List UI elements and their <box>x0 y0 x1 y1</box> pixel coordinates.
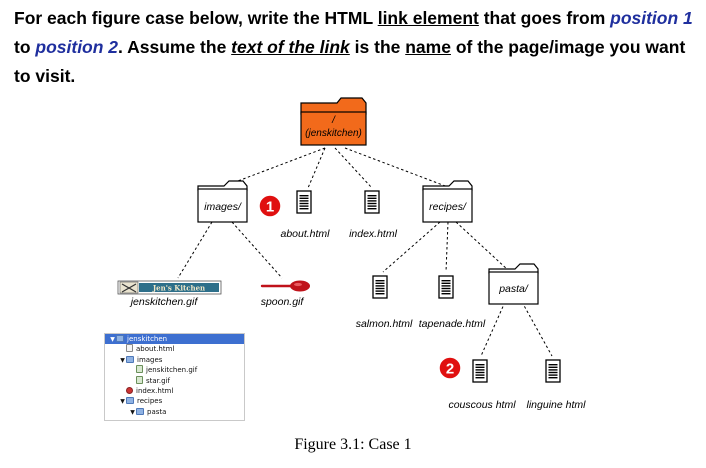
linguine-html-label: linguine html <box>527 399 587 411</box>
finder-tree-panel: ▼ jenskitchen about.html ▼ images jenskitchen… <box>104 333 245 421</box>
folder-icon <box>136 407 144 415</box>
tapenade-html-label: tapenade.html <box>419 318 486 330</box>
tree-row-label: recipes <box>137 397 163 406</box>
images-folder-label: images/ <box>204 201 242 213</box>
instructions: For each figure case below, write the HT… <box>14 4 694 91</box>
image-file-icon <box>136 365 143 374</box>
disclosure-triangle-icon[interactable]: ▼ <box>110 336 115 343</box>
recipes-folder-icon <box>422 180 473 223</box>
tree-row[interactable]: ▼ jenskitchen <box>105 334 244 345</box>
tree-row-label: index.html <box>136 386 174 395</box>
tree-row[interactable]: jenskitchen.gif <box>105 365 244 375</box>
position-1-marker: 1 <box>258 194 282 218</box>
edge-pasta-linguine <box>521 301 553 357</box>
tree-row-label: pasta <box>147 407 167 416</box>
position-2-number: 2 <box>446 361 454 378</box>
edge-images-spoon <box>231 221 283 279</box>
edge-root-index <box>334 147 373 189</box>
linguine-html-icon <box>545 359 561 383</box>
edge-images-jenskitchen <box>177 221 213 279</box>
instructions-text: is the <box>349 37 406 57</box>
tree-row[interactable]: star.gif <box>105 375 244 386</box>
instructions-text: of the page/image you want to visit. <box>14 37 686 86</box>
tree-row[interactable]: about.html <box>105 344 244 354</box>
folder-icon <box>126 355 134 363</box>
edge-root-recipes <box>344 147 449 188</box>
index-html-label: index.html <box>349 228 398 240</box>
salmon-html-label: salmon.html <box>356 318 413 330</box>
instructions-text: . Assume the <box>118 37 232 57</box>
index-html-icon <box>364 190 380 214</box>
position-1-number: 1 <box>266 199 274 216</box>
pasta-folder-icon <box>488 263 539 305</box>
tree-row[interactable]: index.html <box>105 386 244 396</box>
jenskitchen-gif-label: jenskitchen.gif <box>129 296 199 308</box>
root-slash-label: / <box>331 115 336 126</box>
edge-recipes-tapenade <box>445 221 449 273</box>
file-icon <box>126 344 133 353</box>
images-folder-icon <box>197 180 248 223</box>
instructions-position-1: position 1 <box>610 8 693 28</box>
tree-row-label: jenskitchen.gif <box>146 366 198 375</box>
about-html-icon <box>296 190 312 214</box>
logo-text: Jen's Kitchen <box>152 284 205 293</box>
html-file-icon <box>126 386 133 394</box>
root-folder-icon <box>300 97 367 146</box>
tree-row-label: star.gif <box>146 376 170 385</box>
instructions-text: to <box>14 37 36 57</box>
position-2-marker: 2 <box>438 356 462 380</box>
instructions-text: that goes from <box>478 8 611 28</box>
tree-row-label: about.html <box>136 345 175 354</box>
instructions-text-of-link: text of the link <box>231 37 350 57</box>
figure-caption: Figure 3.1: Case 1 <box>294 436 412 453</box>
instructions-position-2: position 2 <box>35 37 119 57</box>
tree-row-label: jenskitchen <box>127 335 168 343</box>
pasta-folder-label: pasta/ <box>498 283 529 295</box>
spoon-image <box>260 280 310 292</box>
salmon-html-icon <box>372 275 388 299</box>
folder-icon <box>116 335 124 342</box>
root-folder-label: (jenskitchen) <box>305 128 362 139</box>
disclosure-triangle-icon[interactable]: ▼ <box>120 356 125 364</box>
tree-row[interactable]: ▼ pasta <box>105 407 244 417</box>
tapenade-html-icon <box>438 275 454 299</box>
disclosure-triangle-icon[interactable]: ▼ <box>130 408 135 416</box>
about-html-label: about.html <box>280 228 330 240</box>
tree-row[interactable]: ▼ images <box>105 355 244 365</box>
instructions-link-element: link element <box>377 8 479 28</box>
jenskitchen-logo-image: Jen's Kitchen <box>117 280 222 295</box>
couscous-html-icon <box>472 359 488 383</box>
instructions-text: For each figure case below, write the HT… <box>14 8 378 28</box>
instructions-name: name <box>405 37 451 57</box>
tree-row-label: images <box>137 355 163 364</box>
edge-recipes-pasta <box>455 221 509 271</box>
spoon-gif-label: spoon.gif <box>261 296 305 308</box>
image-file-icon <box>136 375 143 384</box>
couscous-html-label: couscous html <box>448 399 516 411</box>
disclosure-triangle-icon[interactable]: ▼ <box>120 398 125 406</box>
recipes-folder-label: recipes/ <box>429 201 467 213</box>
folder-icon <box>126 397 134 405</box>
edge-root-about <box>307 147 326 189</box>
tree-row[interactable]: ▼ recipes <box>105 396 244 406</box>
